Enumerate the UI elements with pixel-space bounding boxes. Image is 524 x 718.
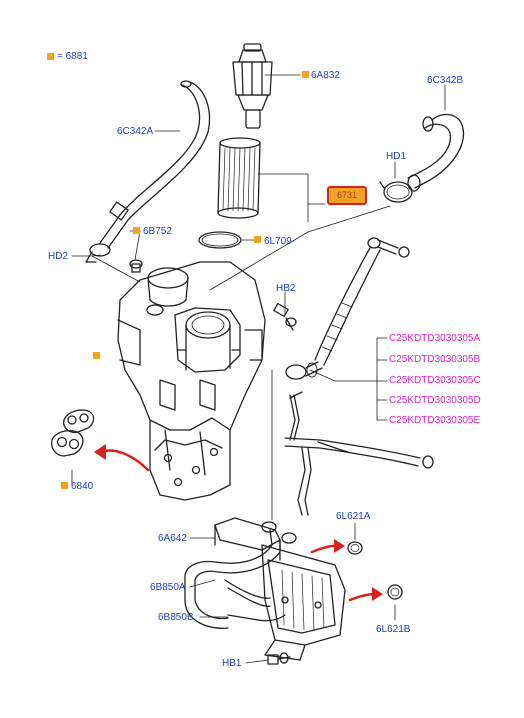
- label-6b850b: 6B850B: [158, 612, 194, 623]
- label-6c342a: 6C342A: [117, 126, 154, 137]
- marker-squares: [61, 71, 309, 489]
- o-ring-6l621a: [347, 541, 363, 555]
- variant-code-a: C25KDTD3030305A: [389, 333, 481, 344]
- label-hd2: HD2: [48, 251, 69, 262]
- o-ring-6l621b: [387, 584, 403, 600]
- coolant-pipe-assembly: [284, 237, 434, 516]
- legend-text: = 6881: [57, 51, 88, 62]
- label-hb1: HB1: [222, 658, 242, 669]
- bolt-6b752: [129, 259, 143, 273]
- label-6l621b: 6L621B: [376, 624, 411, 635]
- hose-clamp-hd1: [379, 181, 413, 203]
- hose-clamp-hd2: [85, 243, 111, 263]
- label-6l621a: 6L621A: [336, 511, 371, 522]
- variant-code-c: C25KDTD3030305C: [389, 375, 481, 386]
- oil-filter-housing: [117, 261, 266, 501]
- filter-cap-part: [232, 43, 273, 129]
- variant-code-b: C25KDTD3030305B: [389, 354, 481, 365]
- label-6b752: 6B752: [143, 226, 172, 237]
- label-hd1: HD1: [386, 151, 407, 162]
- breather-hose-b: [407, 113, 464, 192]
- breather-hose-a: [99, 80, 211, 249]
- filter-element-part: [217, 137, 261, 219]
- leader-lines: [71, 74, 446, 664]
- label-6840: 6840: [71, 481, 94, 492]
- highlighted-label-6731: 6731: [327, 186, 367, 205]
- label-hb2: HB2: [276, 283, 296, 294]
- direction-arrows: [94, 444, 383, 602]
- label-6l709: 6L709: [264, 236, 292, 247]
- variant-code-e: C25KDTD3030305E: [389, 415, 481, 426]
- bolt-hb2: [273, 302, 297, 331]
- o-ring-part: [198, 231, 242, 249]
- oil-cooler-assembly: [184, 517, 346, 661]
- label-6a832: 6A832: [311, 70, 340, 81]
- label-6a642: 6A642: [158, 533, 187, 544]
- label-6c342b: 6C342B: [427, 75, 464, 86]
- seal-set-6840: [50, 409, 95, 457]
- bolt-hb1: [267, 652, 291, 665]
- label-6b850a: 6B850A: [150, 582, 186, 593]
- variant-code-d: C25KDTD3030305D: [389, 395, 481, 406]
- legend-marker: [47, 53, 54, 60]
